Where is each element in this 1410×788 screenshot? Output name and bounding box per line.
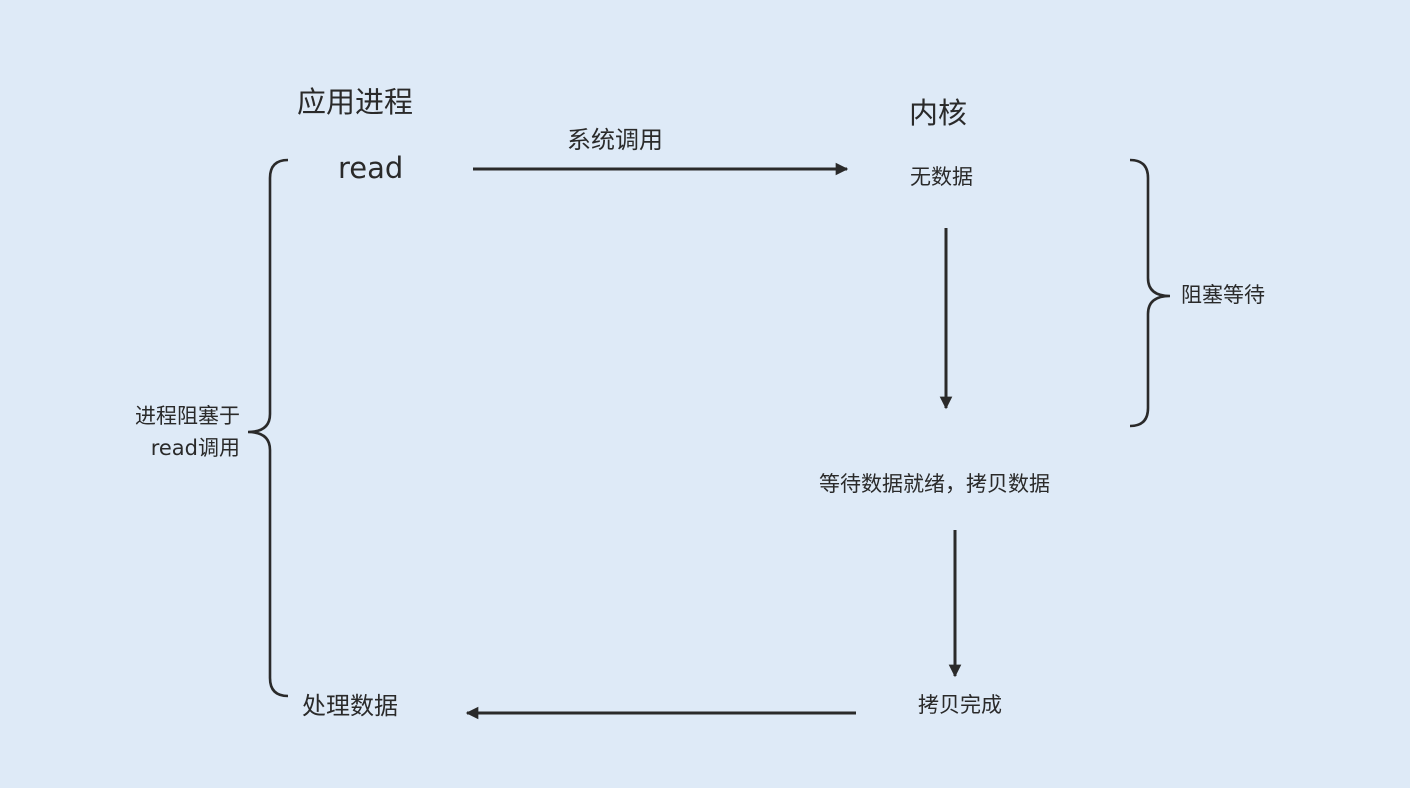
process-blocked-line2: read调用 (150, 436, 240, 460)
blocking-wait-brace (1129, 158, 1171, 428)
no-data-label: 无数据 (910, 165, 973, 189)
process-blocked-line1: 进程阻塞于 (135, 404, 240, 428)
kernel-title: 内核 (909, 96, 968, 130)
read-label: read (338, 151, 404, 185)
process-blocked-label: 进程阻塞于 read调用 (108, 400, 240, 464)
copy-done-label: 拷贝完成 (918, 693, 1002, 717)
ready-copy-label: 等待数据就绪，拷贝数据 (819, 472, 1050, 496)
app-process-title: 应用进程 (297, 85, 414, 119)
process-blocked-brace (247, 158, 289, 698)
blocking-wait-label: 阻塞等待 (1181, 283, 1265, 307)
syscall-label: 系统调用 (567, 126, 663, 154)
process-data-label: 处理数据 (302, 692, 398, 720)
